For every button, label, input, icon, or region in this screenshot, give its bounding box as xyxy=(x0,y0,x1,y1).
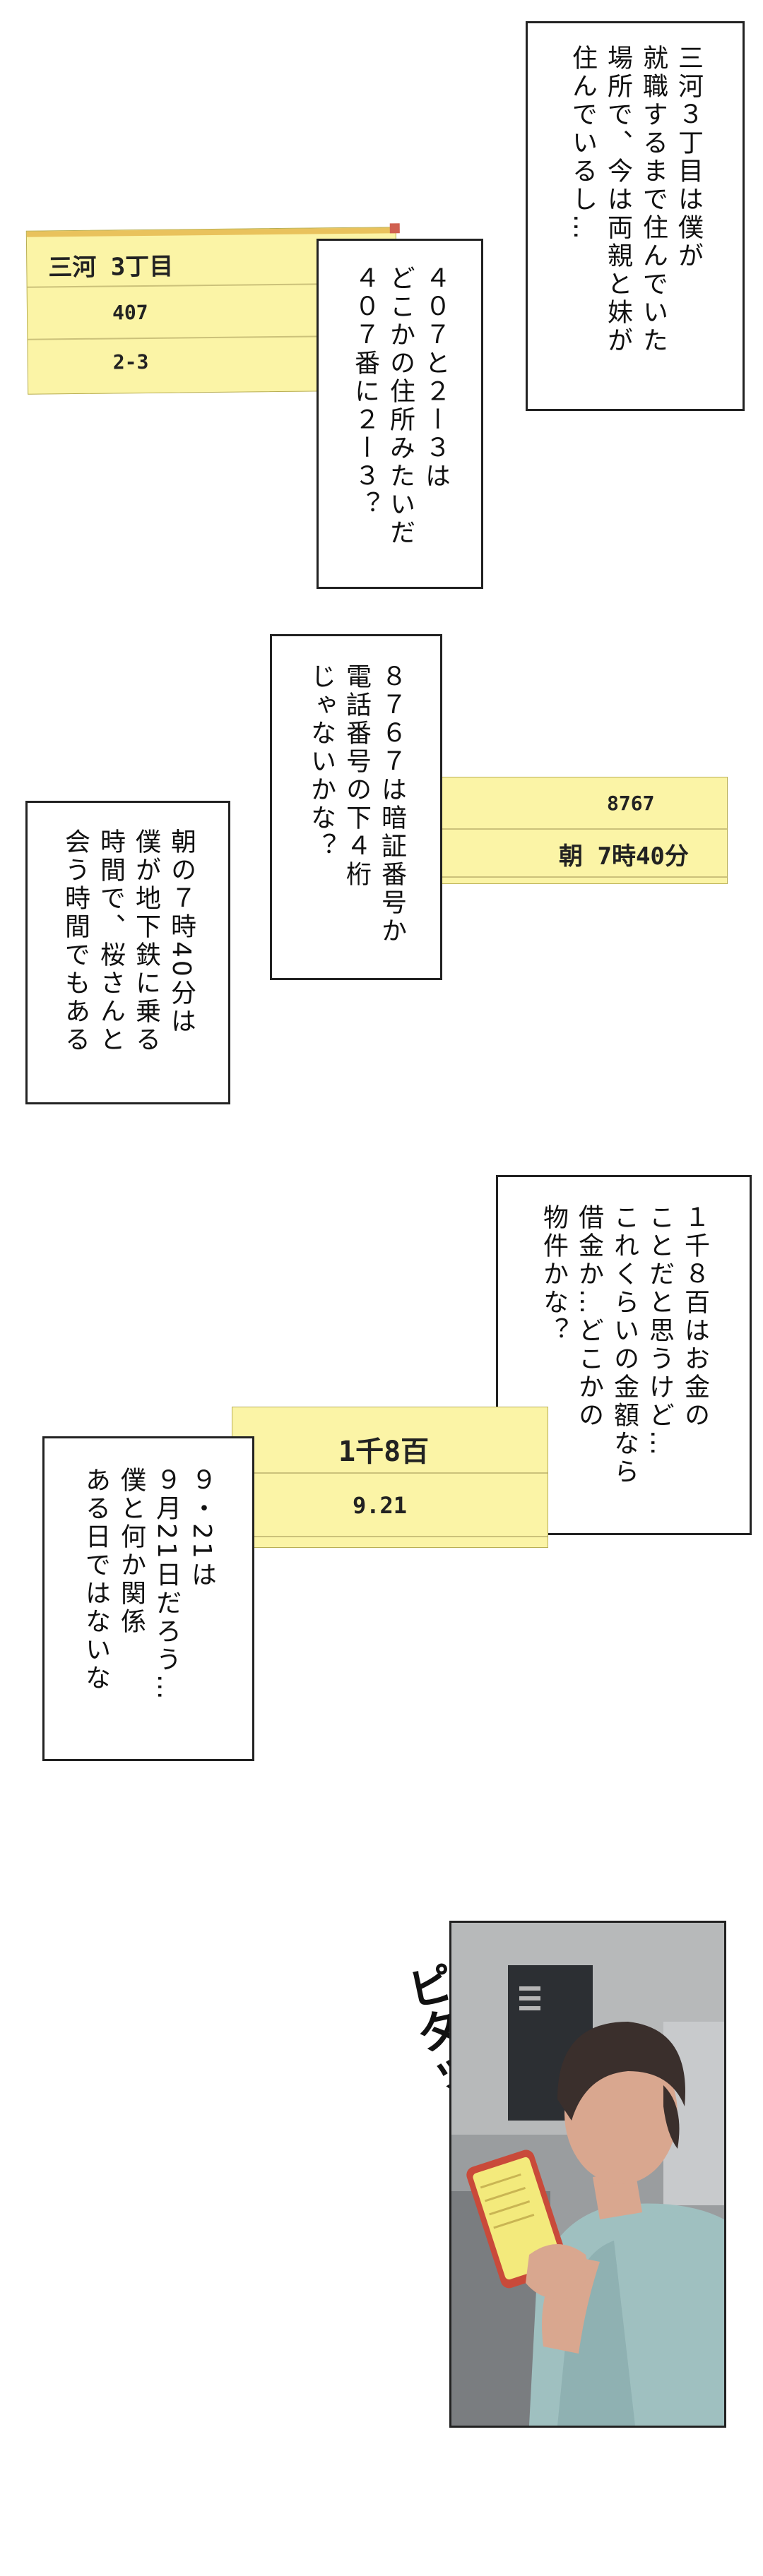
sticky-note-3: 1千8百 9.21 xyxy=(232,1407,548,1548)
sticky-note-2: 8767 朝 7時40分 xyxy=(438,777,728,884)
note-3-line-1: 1千8百 xyxy=(338,1436,430,1468)
speech-bubble-3: ８７６７は暗証番号か 電話番号の下４桁 じゃないかな？ xyxy=(270,634,442,980)
note-1-line-1: 三河 3丁目 xyxy=(48,252,174,282)
bubble-4-text: 朝の７時40分は 僕が地下鉄に乗る 時間で、桜さんと 会う時間でもある xyxy=(61,828,196,1054)
note-3-line-2: 9.21 xyxy=(353,1492,408,1519)
man-with-phone-illustration xyxy=(451,1923,724,2426)
bubble-3-text: ８７６７は暗証番号か 電話番号の下４桁 じゃないかな？ xyxy=(307,663,406,946)
speech-bubble-4: 朝の７時40分は 僕が地下鉄に乗る 時間で、桜さんと 会う時間でもある xyxy=(25,801,230,1104)
note-2-line-1: 8767 xyxy=(607,792,655,815)
speech-bubble-2: ４０７と２ー３は どこかの住所みたいだ ４０７番に２ー３？ xyxy=(317,239,483,589)
speech-bubble-6: ９・21は ９月21日だろう… 僕と何か関係 ある日ではないな xyxy=(42,1436,254,1761)
note-1-line-2: 407 xyxy=(112,300,148,325)
bubble-6-text: ９・21は ９月21日だろう… 僕と何か関係 ある日ではないな xyxy=(81,1467,216,1703)
speech-bubble-1: 三河３丁目は僕が 就職するまで住んでいた 場所で、今は両親と妹が 住んでいるし… xyxy=(526,21,745,411)
note-1-line-3: 2-3 xyxy=(112,350,149,374)
bubble-1-text: 三河３丁目は僕が 就職するまで住んでいた 場所で、今は両親と妹が 住んでいるし… xyxy=(568,44,703,355)
bubble-2-text: ４０７と２ー３は どこかの住所みたいだ ４０７番に２ー３？ xyxy=(350,265,450,547)
illustration-panel xyxy=(449,1921,726,2428)
note-2-line-2: 朝 7時40分 xyxy=(559,842,689,871)
bubble-5-text: １千８百はお金の ことだと思うけど… これくらいの金額なら 借金か…どこかの 物… xyxy=(539,1204,709,1486)
